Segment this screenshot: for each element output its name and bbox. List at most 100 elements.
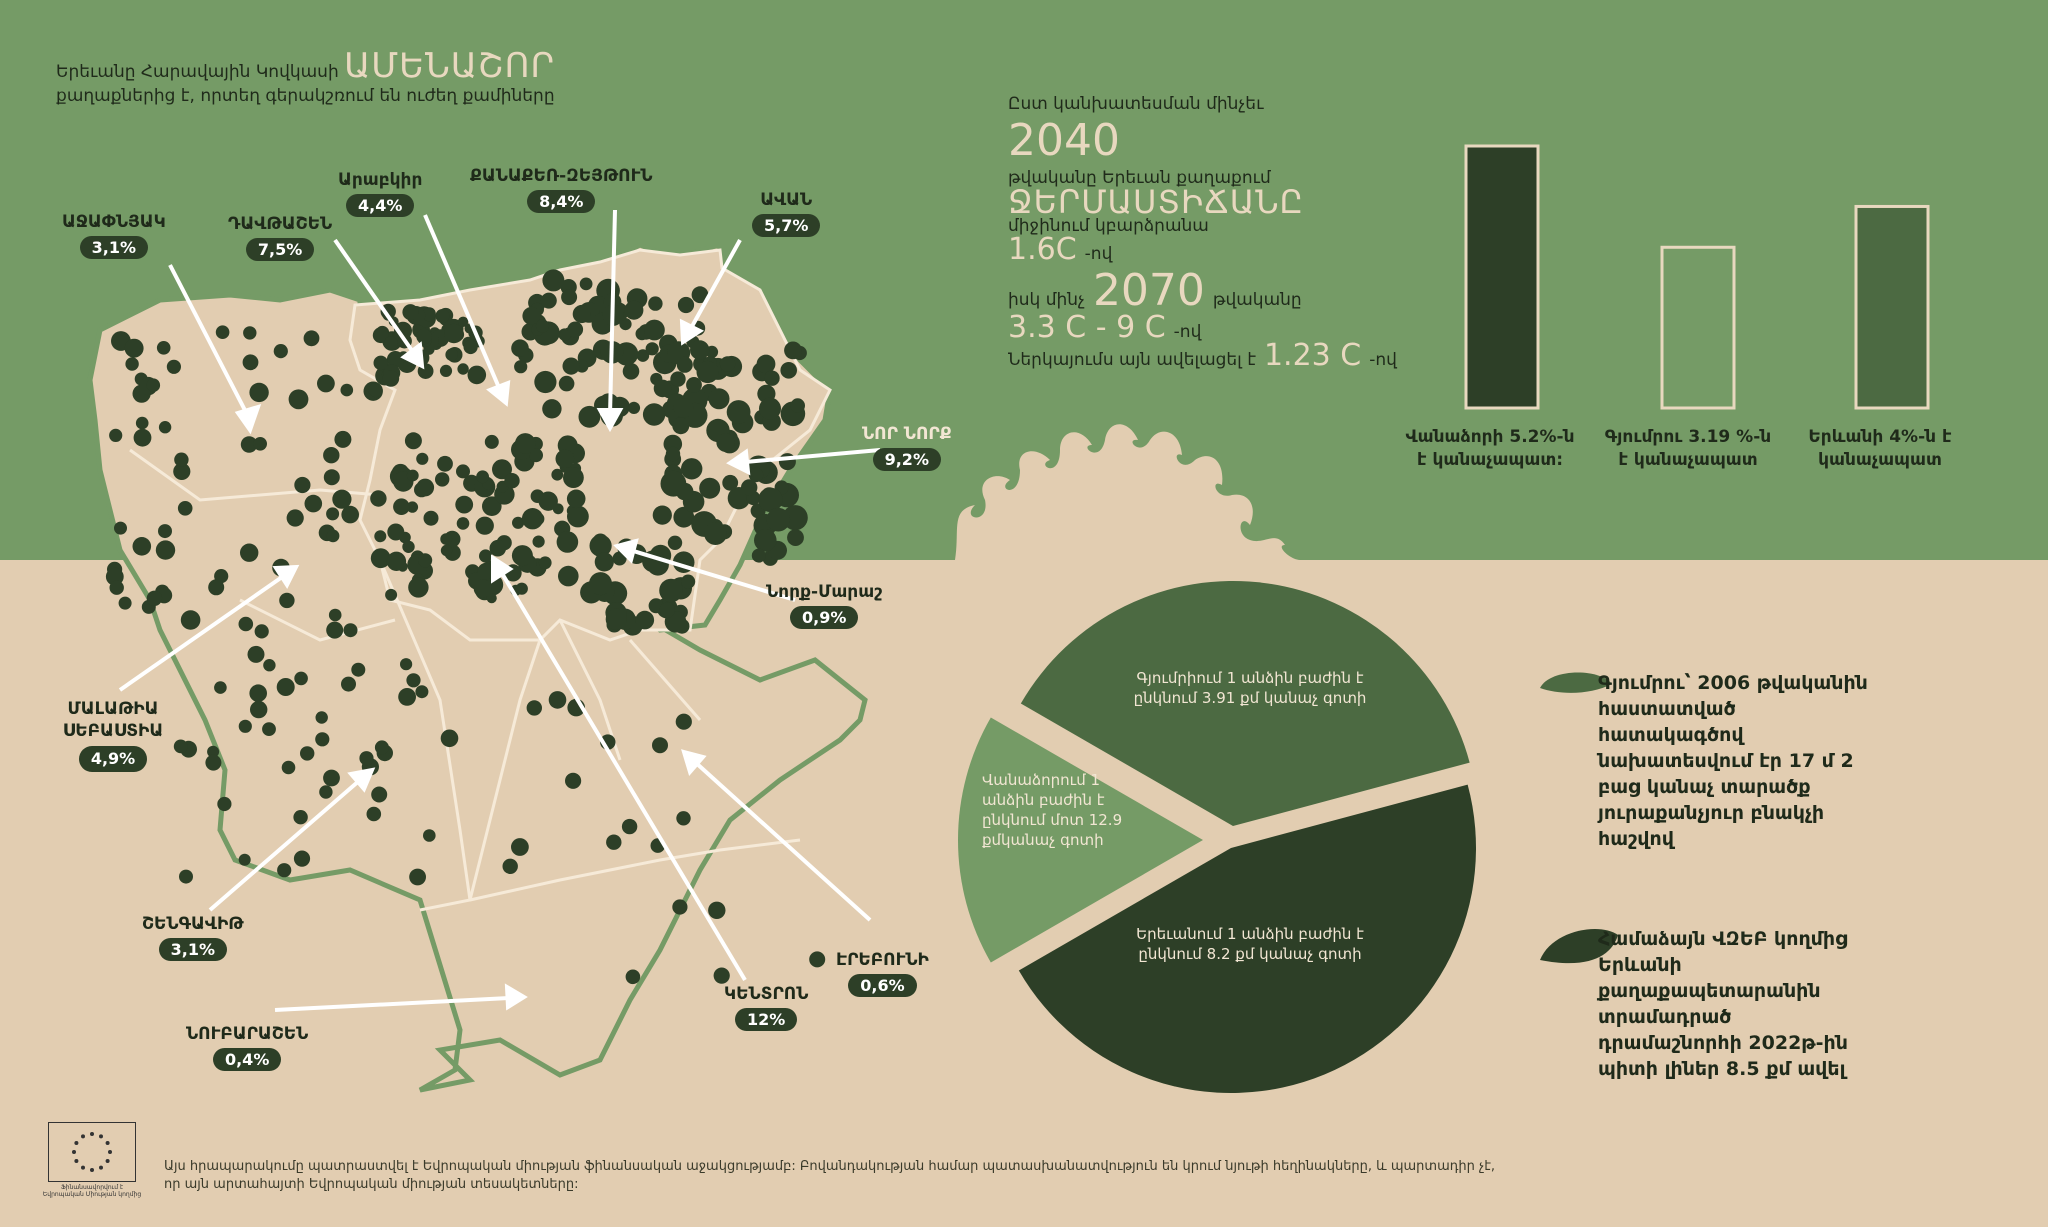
map-dot: [277, 863, 292, 878]
map-dot: [484, 434, 499, 449]
map-dot: [323, 769, 340, 787]
map-dot: [652, 737, 668, 754]
map-dot: [741, 479, 758, 496]
map-dot: [578, 405, 601, 428]
map-dot: [659, 602, 675, 618]
map-dot: [276, 678, 295, 696]
map-dot: [538, 491, 558, 511]
legend-icon-yerevan: [1540, 928, 1618, 964]
map-dot: [179, 869, 193, 884]
map-dot: [262, 722, 276, 736]
map-dot: [370, 490, 387, 507]
map-dot: [242, 354, 259, 371]
map-dot: [605, 608, 627, 630]
map-dot: [351, 662, 366, 677]
eu-flag-logo: [48, 1122, 136, 1182]
map-dot: [556, 531, 579, 553]
map-dot: [681, 574, 696, 589]
district-percent-badge: 5,7%: [752, 214, 821, 237]
map-dot: [555, 449, 575, 469]
map-dot: [180, 610, 201, 630]
bar-caption-gyumri: Գյումրու 3.19 %-ն է կանաչապատ: [1604, 427, 1772, 470]
map-dot: [457, 363, 469, 375]
disclaimer-line2: որ այն արտահայտի Եվրոպական միության տեսա…: [164, 1177, 579, 1192]
district-percent-badge: 7,5%: [245, 238, 315, 261]
map-dot: [173, 462, 191, 480]
map-dot: [341, 505, 360, 524]
map-dot: [686, 377, 702, 393]
map-dot: [457, 316, 469, 327]
map-dot: [809, 951, 826, 968]
climate-year-2040: 2040: [1008, 115, 1120, 166]
map-dot: [315, 711, 328, 724]
intro-line2: քաղաքներից է, որտեղ գերակշռում են ուժեղ …: [56, 86, 555, 106]
map-dot: [273, 344, 288, 359]
map-dot: [515, 433, 536, 454]
map-dot: [622, 363, 640, 380]
map-dot: [758, 487, 783, 512]
district-percent-badge: 4,4%: [346, 194, 415, 217]
bar-2: [1854, 204, 1930, 410]
map-dot: [652, 505, 672, 525]
map-dot: [146, 590, 163, 606]
green-area-pie-chart: [958, 581, 1476, 1093]
map-dot: [672, 899, 688, 915]
district-name: Նորք-Մարաշ: [766, 582, 883, 602]
map-dot: [463, 339, 478, 355]
map-dot: [340, 383, 354, 397]
climate-line2: թվականը Երեւան քաղաքում: [1008, 168, 1271, 188]
map-dot: [502, 858, 518, 874]
map-dot: [382, 370, 400, 387]
climate-year-2070: 2070: [1092, 265, 1205, 316]
map-dot: [476, 470, 489, 484]
map-dot: [240, 543, 259, 562]
map-dot: [594, 552, 614, 572]
map-dot: [132, 537, 152, 556]
map-dot: [511, 545, 533, 567]
map-dot: [754, 529, 777, 552]
map-dot: [535, 319, 550, 333]
climate-value-2-suffix: -ով: [1173, 322, 1202, 342]
map-dot: [177, 501, 193, 516]
map-dot: [482, 496, 502, 516]
district-pointer-arrows: [118, 209, 881, 1012]
map-dot: [315, 732, 330, 747]
map-dot: [281, 760, 296, 775]
map-dot: [635, 610, 655, 630]
district-name: ՆՈՒԲԱՐԱՇԵՆ: [186, 1024, 309, 1044]
climate-line3: միջինում կբարձրանա: [1008, 216, 1209, 236]
climate-value-3: 1.23 C: [1263, 338, 1362, 373]
map-dot: [645, 342, 659, 356]
map-dot: [323, 447, 340, 464]
map-dot: [790, 398, 805, 413]
map-dot: [125, 357, 139, 371]
district-percent-badge: 4,9%: [78, 746, 148, 772]
district-name: ԷՐԵԲՈՒՆԻ: [836, 950, 929, 970]
map-dot: [238, 719, 252, 733]
map-dot: [764, 370, 780, 386]
map-dot: [359, 751, 374, 766]
legend-yerevan-text: Համաձայն ՎԶԵԲ կողմից Երևանի քաղաքապետարա…: [1598, 928, 1848, 1080]
map-dot: [534, 370, 557, 394]
map-dot: [511, 516, 525, 529]
map-dot: [589, 534, 612, 557]
district-percent-badge: 0,6%: [848, 974, 917, 997]
map-dot: [173, 739, 188, 754]
eu-caption: Ֆինանսավորվում է Եվրոպական Միության կողմ…: [42, 1184, 142, 1198]
map-dot: [205, 754, 222, 771]
map-dot: [444, 323, 464, 344]
map-dot: [422, 307, 436, 322]
map-dot: [561, 289, 578, 306]
map-dot: [704, 522, 727, 545]
map-dot: [511, 838, 529, 856]
map-dot: [386, 351, 404, 368]
map-dot: [778, 453, 796, 471]
map-dot: [648, 296, 663, 311]
map-dot: [249, 382, 269, 403]
map-dot: [437, 455, 453, 472]
